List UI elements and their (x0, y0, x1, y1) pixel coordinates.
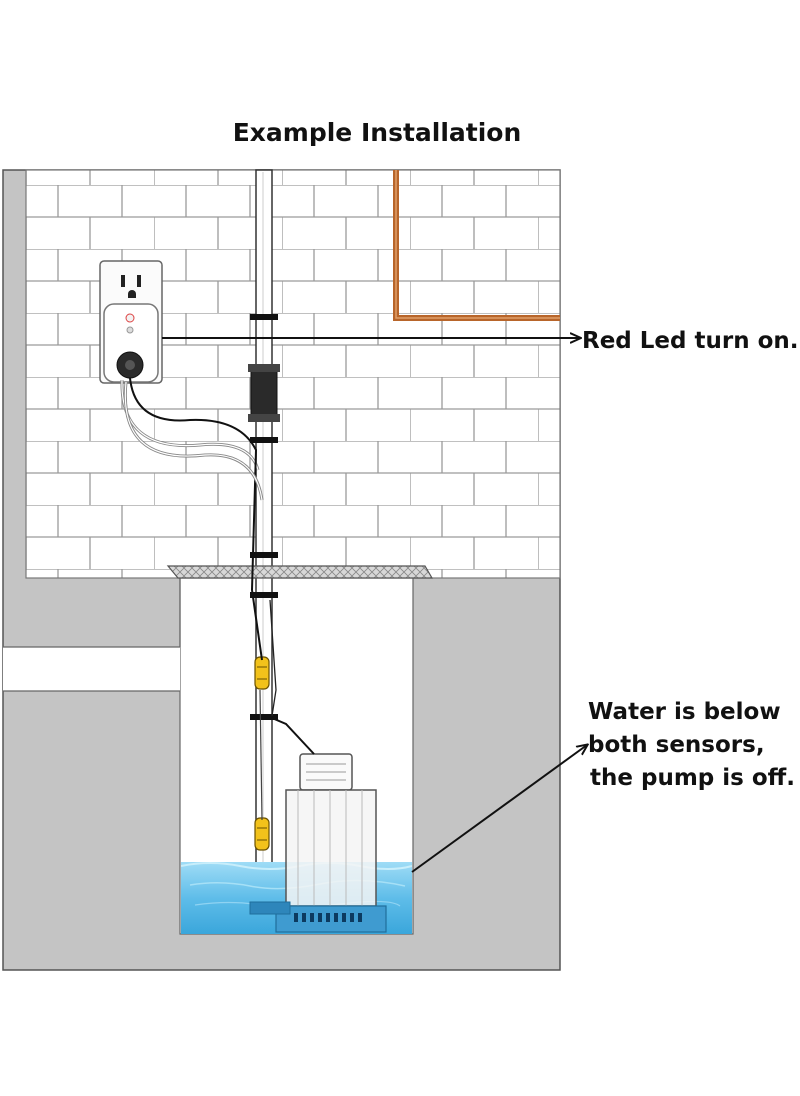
drain-channel (3, 647, 180, 691)
red-led-icon (125, 313, 135, 323)
pit-lid (166, 565, 434, 579)
water-callout-line (411, 745, 587, 873)
diagram-title: Example Installation (232, 118, 522, 147)
sensor-cords (120, 377, 277, 821)
upper-float-sensor (254, 656, 270, 690)
water-level-callout: Water is below both sensors, the pump is… (588, 696, 795, 795)
sensor-controller (103, 303, 159, 383)
lower-float-sensor (254, 817, 270, 851)
check-valve (250, 369, 278, 417)
water-callout-line-2: both sensors, (588, 732, 765, 758)
water-callout-line-1: Water is below (588, 699, 781, 725)
water-callout-line-3: the pump is off. (590, 765, 796, 791)
red-led-callout: Red Led turn on. (582, 328, 799, 354)
sump-pump (249, 717, 387, 933)
